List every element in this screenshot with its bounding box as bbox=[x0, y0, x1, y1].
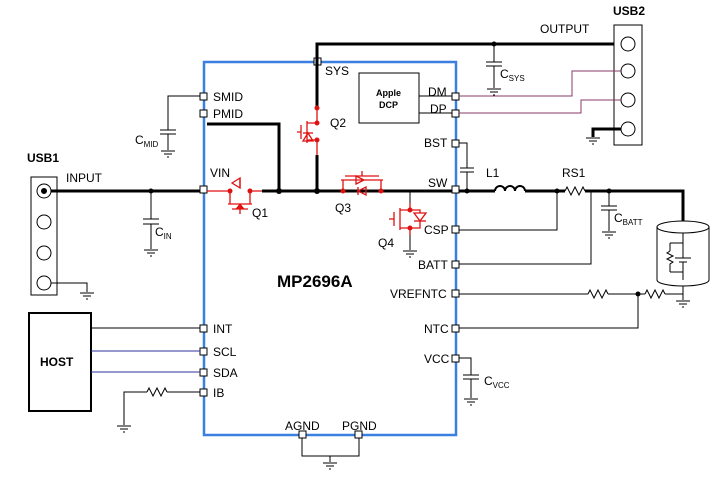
usb1-label: USB1 bbox=[27, 151, 59, 165]
pin-bst: BST bbox=[424, 136, 448, 150]
pin-sys: SYS bbox=[325, 64, 349, 78]
pin-agnd: AGND bbox=[285, 419, 320, 433]
c-batt-label: CBATT bbox=[614, 211, 643, 227]
apple-dcp-line2: DCP bbox=[379, 100, 398, 110]
pin-ntc: NTC bbox=[424, 322, 449, 336]
input-label: INPUT bbox=[66, 171, 103, 185]
c-mid-label: CMID bbox=[135, 133, 159, 149]
inductor-l1 bbox=[494, 185, 526, 192]
battery-pack bbox=[656, 220, 710, 287]
pin-vin: VIN bbox=[210, 166, 230, 180]
q3-label: Q3 bbox=[335, 201, 351, 215]
pin-batt: BATT bbox=[418, 258, 448, 272]
q2-label: Q2 bbox=[330, 116, 346, 130]
resistor-ib bbox=[146, 386, 168, 398]
host-label: HOST bbox=[40, 355, 74, 369]
pin-int: INT bbox=[213, 322, 233, 336]
pin-dm: DM bbox=[428, 85, 447, 99]
q2-mosfet bbox=[297, 105, 320, 155]
pin-sda: SDA bbox=[213, 366, 238, 380]
apple-dcp-box bbox=[358, 72, 420, 124]
pin-scl: SCL bbox=[213, 345, 237, 359]
l1-label: L1 bbox=[486, 166, 500, 180]
q4-mosfet bbox=[389, 203, 428, 235]
usb1-connector bbox=[30, 176, 58, 296]
chip-name: MP2696A bbox=[277, 272, 353, 291]
chip-outline bbox=[202, 60, 458, 437]
pin-pgnd: PGND bbox=[342, 419, 377, 433]
pin-smid: SMID bbox=[213, 90, 243, 104]
c-sys-label: CSYS bbox=[500, 67, 525, 83]
apple-dcp-line1: Apple bbox=[376, 88, 401, 98]
c-in-label: CIN bbox=[155, 225, 172, 241]
pin-vrefntc: VREFNTC bbox=[390, 287, 447, 301]
usb1-pins bbox=[36, 183, 52, 291]
usb2-label: USB2 bbox=[613, 4, 645, 18]
rs1-label: RS1 bbox=[562, 166, 586, 180]
q1-label: Q1 bbox=[252, 206, 268, 220]
resistor-ntc bbox=[644, 288, 666, 300]
resistor-rs1 bbox=[564, 185, 586, 197]
ground-usb1 bbox=[80, 292, 94, 300]
pin-dp: DP bbox=[430, 102, 447, 116]
resistor-vref bbox=[587, 288, 609, 300]
q3-mosfet bbox=[340, 171, 384, 197]
usb2-pins bbox=[620, 36, 636, 137]
c-vcc-label: CVCC bbox=[484, 374, 510, 390]
q1-mosfet bbox=[207, 176, 262, 214]
output-label: OUTPUT bbox=[540, 22, 590, 36]
pin-pmid: PMID bbox=[213, 107, 243, 121]
pin-csp: CSP bbox=[424, 223, 449, 237]
q4-label: Q4 bbox=[378, 236, 394, 250]
host-box bbox=[28, 312, 92, 412]
pin-vcc: VCC bbox=[424, 352, 450, 366]
pin-sw: SW bbox=[428, 176, 448, 190]
pin-ib: IB bbox=[213, 386, 224, 400]
